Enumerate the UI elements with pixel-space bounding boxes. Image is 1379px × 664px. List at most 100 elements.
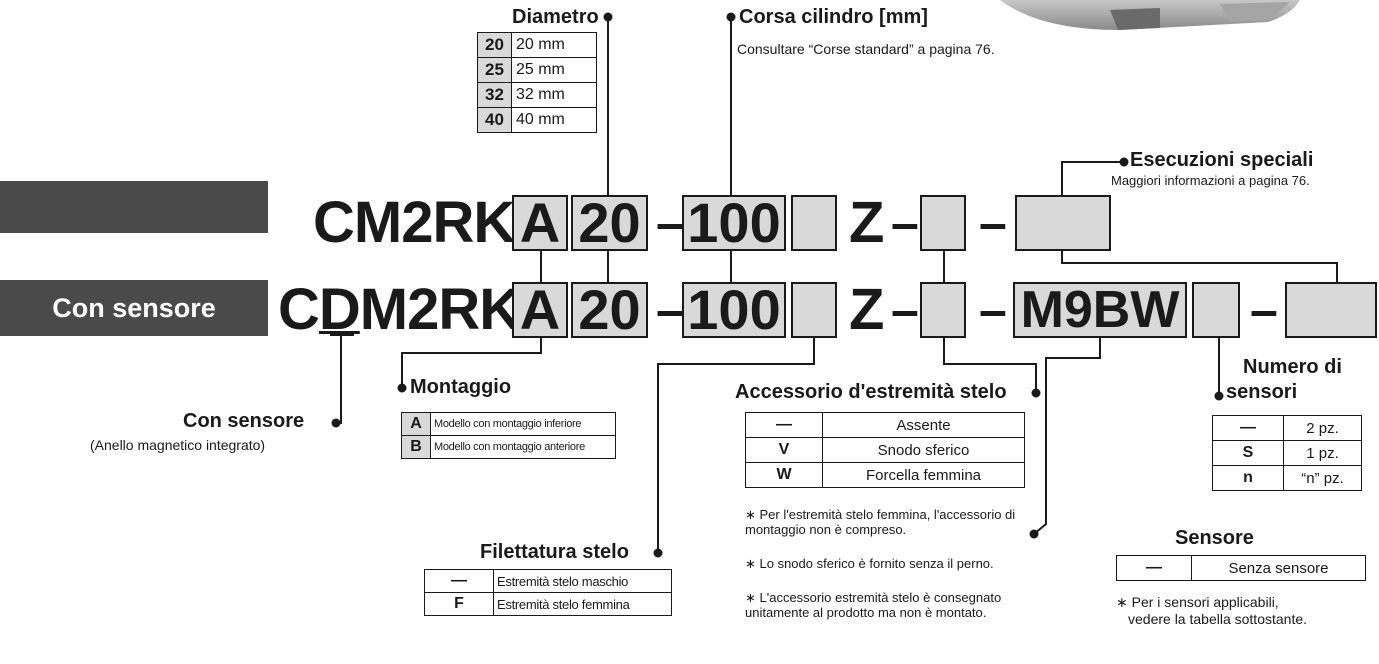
table-row: n“n” pz.: [1212, 465, 1362, 491]
filettatura-value: Estremità stelo femmina: [493, 592, 672, 616]
bottom-z-letter: Z: [849, 277, 884, 342]
top-row-bar: [0, 181, 268, 233]
top-accessory-box: [920, 195, 966, 251]
top-stroke-box: 100: [682, 195, 786, 251]
top-thread-box: [791, 195, 837, 251]
table-row: —Estremità stelo maschio: [424, 569, 672, 593]
accessorio-note: ∗ L'accessorio estremità stelo è consegn…: [745, 590, 1002, 620]
bottom-mount-box: A: [512, 282, 568, 338]
numero-value: 2 pz.: [1283, 415, 1362, 441]
esecuzioni-note: Maggiori informazioni a pagina 76.: [1111, 173, 1310, 188]
accessorio-value: Snodo sferico: [822, 437, 1025, 463]
con-sensore-note: (Anello magnetico integrato): [90, 437, 266, 453]
top-dash-1: –: [656, 195, 684, 251]
accessorio-note: ∗ Per l'estremità stelo femmina, l'acces…: [745, 507, 1016, 537]
top-special-box: [1015, 195, 1111, 251]
sensore-note-line1: ∗ Per i sensori applicabili,: [1116, 594, 1279, 610]
accessorio-note: ∗ Lo snodo sferico è fornito senza il pe…: [745, 556, 994, 571]
corsa-title: Corsa cilindro [mm]: [739, 6, 928, 28]
numero-value: 1 pz.: [1283, 440, 1362, 466]
bottom-thread-box: [791, 282, 837, 338]
corsa-note: Consultare “Corse standard” a pagina 76.: [737, 41, 995, 57]
top-code-prefix: CM2RK: [313, 190, 515, 255]
diametro-code: 20: [477, 32, 512, 58]
diametro-value: 20 mm: [510, 32, 598, 58]
bottom-accessory-box: [920, 282, 966, 338]
sensor-count-box: [1192, 282, 1240, 338]
top-dash-2: –: [891, 195, 919, 251]
esecuzioni-title: Esecuzioni speciali: [1130, 149, 1314, 171]
bottom-code-prefix: CDM2RK: [278, 277, 521, 342]
top-bore-box: 20: [571, 195, 648, 251]
bottom-dash-3: –: [979, 282, 1007, 338]
filettatura-title: Filettatura stelo: [480, 541, 629, 563]
accessorio-code: —: [745, 412, 823, 438]
bottom-dash-2: –: [891, 282, 919, 338]
sensor-model-box: M9BW: [1013, 282, 1187, 338]
sensore-code: —: [1116, 555, 1192, 581]
numero-code: n: [1212, 465, 1284, 491]
numero-title-line1: Numero di: [1243, 356, 1342, 378]
diametro-value: 32 mm: [510, 82, 598, 108]
top-mount-box: A: [512, 195, 568, 251]
top-z-letter: Z: [849, 190, 884, 255]
table-row: —2 pz.: [1212, 415, 1362, 441]
bottom-dash-1: –: [656, 282, 684, 338]
bottom-stroke-box: 100: [682, 282, 786, 338]
numero-value: “n” pz.: [1283, 465, 1362, 491]
diametro-code: 32: [477, 82, 512, 108]
filettatura-code: F: [424, 592, 494, 616]
bottom-dash-4: –: [1250, 282, 1278, 338]
montaggio-value: Modello con montaggio anteriore: [430, 435, 616, 459]
con-sensore-title: Con sensore: [183, 410, 305, 432]
accessorio-value: Forcella femmina: [822, 462, 1025, 488]
accessorio-title: Accessorio d'estremità stelo: [735, 381, 1007, 403]
diametro-code: 40: [477, 107, 512, 133]
montaggio-title: Montaggio: [410, 376, 512, 398]
table-row: —Senza sensore: [1116, 555, 1366, 581]
product-photo: [1000, 0, 1300, 30]
bottom-bore-box: 20: [571, 282, 648, 338]
montaggio-code: B: [401, 435, 431, 459]
diametro-value: 40 mm: [510, 107, 598, 133]
montaggio-code: A: [401, 412, 431, 436]
numero-title-line2: sensori: [1226, 381, 1298, 403]
diametro-title: Diametro: [512, 6, 599, 28]
sensore-title: Sensore: [1175, 527, 1254, 549]
accessorio-code: W: [745, 462, 823, 488]
numero-code: S: [1212, 440, 1284, 466]
accessorio-value: Assente: [822, 412, 1025, 438]
sensore-table: —Senza sensore: [1116, 555, 1366, 581]
sensor-letter: D: [318, 277, 361, 342]
accessorio-code: V: [745, 437, 823, 463]
filettatura-code: —: [424, 569, 494, 593]
sensore-value: Senza sensore: [1191, 555, 1366, 581]
top-dash-3: –: [979, 195, 1007, 251]
con-sensore-bar: Con sensore: [0, 280, 268, 336]
diametro-value: 25 mm: [510, 57, 598, 83]
bottom-special-box: [1285, 282, 1377, 338]
numero-code: —: [1212, 415, 1284, 441]
table-row: —Assente: [745, 412, 1025, 438]
filettatura-value: Estremità stelo maschio: [493, 569, 672, 593]
diametro-code: 25: [477, 57, 512, 83]
montaggio-value: Modello con montaggio inferiore: [430, 412, 616, 436]
sensore-note-line2: vedere la tabella sottostante.: [1128, 611, 1308, 627]
